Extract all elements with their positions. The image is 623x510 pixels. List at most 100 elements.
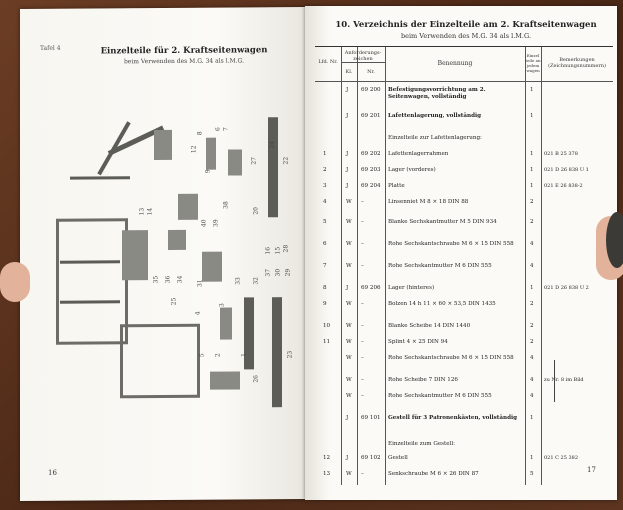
callout-label: 33 <box>234 277 242 285</box>
cell-benennung: Blanke Scheibe 14 DIN 1440 <box>388 323 471 329</box>
callout-label: 8 <box>196 131 204 136</box>
callout-label: 1 <box>240 352 248 357</box>
cell-quantity: 1 <box>530 415 534 421</box>
callout-label: 3 <box>218 303 226 308</box>
cell-kl: W <box>346 241 352 247</box>
cell-benennung: Rohe Sechskantmutter M 6 DIN 555 <box>388 263 492 269</box>
cell-kl: W <box>346 393 352 399</box>
callout-label: 31 <box>196 279 204 288</box>
table-row: Einzelteile zur Lafettenlagerung: <box>315 133 613 147</box>
cell-kl: J <box>346 285 349 291</box>
cell-bemerkungen: 021 C 25 382 <box>544 455 579 461</box>
cell-quantity: 5 <box>530 471 534 477</box>
long-bar <box>268 117 278 218</box>
col-divider <box>525 47 526 485</box>
callout-label: 15 <box>274 246 282 255</box>
cell-bemerkungen: 021 D 26 838 U 2 <box>544 285 589 291</box>
right-page-subtitle: beim Verwenden des M.G. 34 als l.M.G. <box>400 32 532 40</box>
callout-label: 40 <box>200 219 208 228</box>
callout-label: 2 <box>214 353 222 358</box>
callout-label: 13 <box>138 207 146 216</box>
cell-nr: – <box>361 393 364 399</box>
table-row: W–Rohe Sechskantschraube M 6 × 15 DIN 55… <box>315 353 613 367</box>
cell-quantity: 4 <box>530 241 534 247</box>
plate-label: Tafel 4 <box>40 44 61 52</box>
cell-nr: 69 200 <box>361 87 381 93</box>
cell-benennung: Gestell <box>388 455 408 461</box>
callout-label: 29 <box>284 268 292 277</box>
callout-label: 36 <box>164 275 172 284</box>
callout-label: 37 <box>264 268 272 277</box>
right-page-title: 10. Verzeichnis der Einzelteile am 2. Kr… <box>335 20 597 30</box>
left-page: Tafel 4 Einzelteile für 2. Kraftseitenwa… <box>20 7 305 501</box>
mount-plate <box>154 129 172 161</box>
header-bemerkungen: Bemerkungen (Zeichnungsnummern) <box>548 57 606 69</box>
cell-quantity: 1 <box>530 87 534 93</box>
callout-label: 4 <box>194 311 202 316</box>
holder-knob <box>606 212 623 268</box>
callout-label: 27 <box>250 157 258 165</box>
cell-benennung: Lafettenlagerrahmen <box>388 151 449 157</box>
cell-nr: 69 203 <box>361 167 381 173</box>
callout-label: 12 <box>190 145 198 154</box>
cell-benennung: Rohe Sechskantschraube M 6 × 15 DIN 558 <box>388 355 514 361</box>
cell-benennung: Lager (vorderes) <box>388 167 436 173</box>
cell-kl: W <box>346 199 352 205</box>
cell-lfd-nr: 13 <box>323 471 331 477</box>
cell-benennung: Einzelteile zum Gestell: <box>388 441 456 447</box>
cell-benennung: Linsenniet M 8 × 18 DIN 88 <box>388 199 469 205</box>
cell-benennung: Gestell für 3 Patronenkästen, vollständi… <box>388 415 518 421</box>
cell-nr: 69 101 <box>361 415 381 421</box>
cell-nr: – <box>361 241 364 247</box>
callout-label: 24 <box>268 140 276 149</box>
cell-quantity: 2 <box>530 323 534 329</box>
cell-kl: W <box>346 471 352 477</box>
cell-lfd-nr: 7 <box>323 263 327 269</box>
cell-nr: – <box>361 377 364 383</box>
cell-kl: W <box>346 263 352 269</box>
table-row: Einzelteile zum Gestell: <box>315 439 613 453</box>
callout-label: 28 <box>282 244 290 253</box>
cell-lfd-nr: 11 <box>323 339 331 345</box>
cell-nr: 69 204 <box>361 183 381 189</box>
small-clamp <box>168 229 186 250</box>
cell-lfd-nr: 2 <box>323 167 327 173</box>
left-page-subtitle: beim Verwenden des M.G. 34 als l.M.G. <box>123 57 245 66</box>
cell-bemerkungen: 021 E 26 838-2 <box>544 183 583 189</box>
callout-label: 23 <box>286 350 294 359</box>
cell-bemerkungen: zu Nr. 8 im Bild <box>544 377 584 383</box>
corner-bracket <box>210 371 240 390</box>
cell-nr: 69 102 <box>361 455 381 461</box>
left-page-number: 16 <box>48 468 57 477</box>
cell-benennung: Einzelteile zur Lafettenlagerung: <box>388 135 482 141</box>
cell-benennung: Rohe Sechskantmutter M 6 DIN 555 <box>388 393 492 399</box>
cell-kl: J <box>346 167 349 173</box>
cell-kl: W <box>346 323 352 329</box>
cell-nr: – <box>361 219 364 225</box>
cell-kl: J <box>346 151 349 157</box>
callout-label: 6 <box>214 127 222 132</box>
cell-benennung: Lager (hinteres) <box>388 285 435 291</box>
cell-benennung: Rohe Sechskantschraube M 6 × 15 DIN 558 <box>388 241 514 247</box>
cell-quantity: 2 <box>530 199 534 205</box>
cell-benennung: Bolzen 14 h 11 × 60 × 53,5 DIN 1435 <box>388 301 496 307</box>
cell-lfd-nr: 1 <box>323 151 327 157</box>
callout-label: 30 <box>274 268 282 277</box>
cell-kl: W <box>346 219 352 225</box>
cell-quantity: 1 <box>530 113 534 119</box>
cell-nr: – <box>361 263 364 269</box>
cell-nr: 69 206 <box>361 285 381 291</box>
cell-lfd-nr: 5 <box>323 219 327 225</box>
cell-kl: W <box>346 301 352 307</box>
callout-label: 20 <box>252 207 260 215</box>
callout-label: 16 <box>264 246 272 255</box>
